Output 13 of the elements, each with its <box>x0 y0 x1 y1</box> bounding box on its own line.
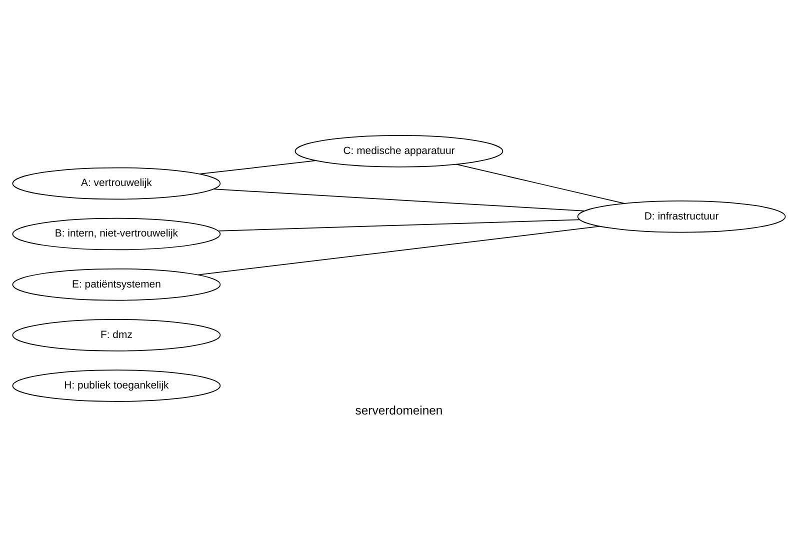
connector <box>198 226 600 276</box>
connector <box>456 164 625 204</box>
node-ellipse: A: vertrouwelijk <box>12 167 221 200</box>
node-ellipse: E: patiëntsystemen <box>12 268 221 301</box>
node-ellipse: F: dmz <box>12 319 221 352</box>
node-ellipse: C: medische apparatuur <box>294 135 504 168</box>
caption: serverdomeinen <box>355 404 443 418</box>
connector <box>218 219 580 232</box>
node-ellipse: B: intern, niet-vertrouwelijk <box>12 218 221 250</box>
connector <box>199 160 316 174</box>
node-ellipse: D: infrastructuur <box>577 200 786 233</box>
node-ellipse: H: publiek toegankelijk <box>12 370 221 402</box>
connector <box>213 188 586 212</box>
